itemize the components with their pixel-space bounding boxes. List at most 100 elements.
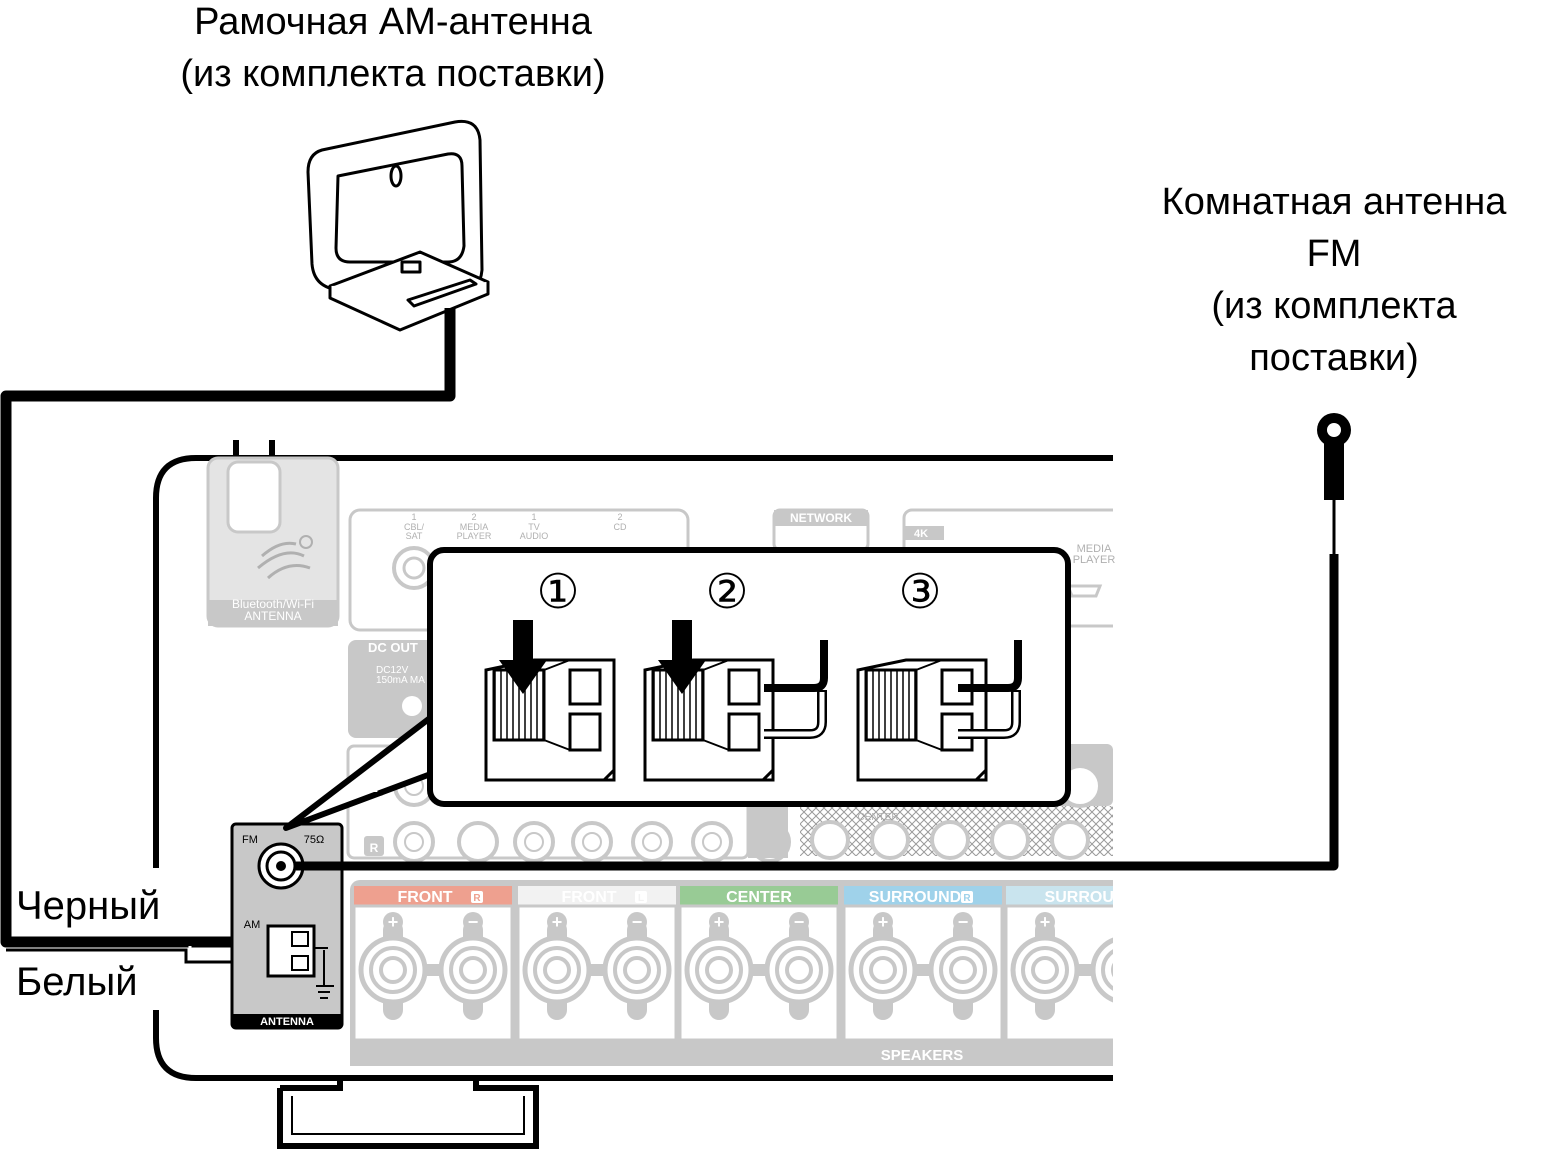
- terminal-knob-core: [1111, 962, 1113, 978]
- clip-hole-bottom: [568, 712, 602, 752]
- speaker-terminal-group: L: [516, 886, 678, 1042]
- antenna-block-label: ANTENNA: [260, 1016, 314, 1028]
- terminal-sign: −: [958, 912, 969, 932]
- fm-antenna-caption-line-1: Комнатная антенна: [1161, 181, 1507, 223]
- speaker-wire-white-core: [958, 692, 1019, 737]
- speaker-group-header: [1006, 886, 1113, 906]
- speaker-group-label: FRONT: [561, 889, 616, 906]
- terminal-sign-bg: [789, 912, 809, 932]
- audio-input-number: 2: [471, 512, 476, 522]
- audio-input-name: MEDIA: [460, 522, 489, 532]
- clip-lever: [864, 668, 918, 742]
- speaker-channel-badge: [961, 891, 973, 903]
- audio-input-number: 1: [531, 512, 536, 522]
- terminal-sign: −: [1120, 912, 1131, 932]
- terminal-sign: +: [552, 912, 563, 932]
- terminal-knob-core: [949, 956, 977, 984]
- terminal-knob-core: [705, 956, 733, 984]
- speakers-label: SPEAKERS: [881, 1047, 964, 1064]
- terminal-sign: +: [878, 912, 889, 932]
- clip-hole-top: [727, 668, 761, 706]
- terminal-sign: +: [1040, 912, 1051, 932]
- audio-input-name: TV: [528, 522, 540, 532]
- audio-input-name: CBL/: [404, 522, 425, 532]
- clip-hole-top: [568, 668, 602, 706]
- speaker-clip-icon: [856, 658, 988, 782]
- terminal-knob-core: [869, 956, 897, 984]
- antenna-ohm-label: 75Ω: [304, 834, 324, 846]
- clip-edge: [486, 770, 616, 782]
- terminal-sign-bg: [1035, 912, 1055, 932]
- speaker-clip-icon: [643, 658, 775, 782]
- dc-out-label: DC OUT: [368, 640, 418, 655]
- fm-antenna-cable: [296, 554, 1339, 871]
- down-arrow-icon: [658, 620, 706, 694]
- bt-antenna-label-1: Bluetooth/Wi-Fi: [232, 597, 314, 611]
- speaker-group-label: FRONT: [397, 889, 452, 906]
- speaker-wire-black: [764, 640, 828, 692]
- terminal-knob-core: [459, 956, 487, 984]
- terminal-sign-bg: [383, 912, 403, 932]
- terminal-bridge: [749, 964, 769, 976]
- clip-edge: [645, 770, 775, 782]
- speaker-terminal-group: [1004, 886, 1113, 1042]
- fm-indoor-antenna-icon: [1317, 413, 1351, 500]
- am-antenna-cable: [0, 308, 456, 948]
- terminal-knob-core: [623, 956, 651, 984]
- panel-labels: Bluetooth/Wi-FiANTENNANETWORK4KMEDIAPLAY…: [232, 511, 1130, 1064]
- audio-input-name: CD: [614, 522, 627, 532]
- terminal-sign: −: [632, 912, 643, 932]
- preout-center-label: CENTER: [857, 812, 898, 823]
- terminal-sign-bg: [627, 912, 647, 932]
- speaker-group-label: SURROUN: [1045, 889, 1126, 906]
- audio-input-name: AUDIO: [520, 531, 549, 541]
- terminal-knob-core: [543, 956, 571, 984]
- terminal-bridge: [423, 964, 443, 976]
- hdmi-media-player-label-2: PLAYER: [1073, 554, 1116, 566]
- fm-antenna-caption-line-2: FM: [1306, 233, 1362, 275]
- antenna-am-label: AM: [244, 919, 261, 931]
- wire-black-label: Черный: [16, 884, 161, 928]
- am-antenna-caption-line-2: (из комплекта поставки): [180, 53, 606, 95]
- terminal-bridge: [913, 964, 933, 976]
- fm-antenna-caption-line-4: поставки): [1249, 337, 1419, 379]
- speaker-clip-icon: [484, 658, 616, 782]
- wire-white-label: Белый: [16, 960, 138, 1004]
- antenna-fm-label: FM: [242, 834, 258, 846]
- speaker-group-label: SURROUND: [869, 889, 961, 906]
- terminal-bridge: [1075, 964, 1095, 976]
- terminal-knob-core: [785, 956, 813, 984]
- clip-lines: [543, 659, 571, 751]
- clip-lines: [702, 659, 730, 751]
- channel-r-label: R: [370, 841, 379, 855]
- speaker-channel-label: L: [638, 893, 644, 904]
- speaker-channel-badge: [635, 891, 647, 903]
- terminal-sign-bg: [463, 912, 483, 932]
- am-loop-antenna-icon: [306, 119, 490, 332]
- antenna-terminal-block: [230, 822, 344, 1030]
- terminal-sign: −: [468, 912, 479, 932]
- step-number: ③: [898, 564, 941, 620]
- bt-antenna-label-2: ANTENNA: [244, 609, 301, 623]
- terminal-sign: −: [794, 912, 805, 932]
- fm-antenna-caption-line-3: (из комплекта: [1211, 285, 1457, 327]
- speaker-wire-black: [958, 640, 1022, 692]
- network-label: NETWORK: [790, 511, 852, 525]
- audio-input-number: 1: [411, 512, 416, 522]
- audio-input-number: 2: [617, 512, 622, 522]
- clip-hole-bottom: [727, 712, 761, 752]
- audio-input-name: PLAYER: [457, 531, 492, 541]
- terminal-sign-bg: [953, 912, 973, 932]
- hdmi-4k-label: 4K: [914, 528, 928, 540]
- speaker-terminal-group: [678, 886, 840, 1042]
- step-number: ①: [536, 564, 579, 620]
- terminal-sign: +: [714, 912, 725, 932]
- terminal-sign-bg: [547, 912, 567, 932]
- terminal-bridge: [587, 964, 607, 976]
- speaker-group-header: [680, 886, 838, 906]
- speaker-group-label: CENTER: [726, 889, 792, 906]
- down-arrow-icon: [499, 620, 547, 694]
- terminal-sign-bg: [709, 912, 729, 932]
